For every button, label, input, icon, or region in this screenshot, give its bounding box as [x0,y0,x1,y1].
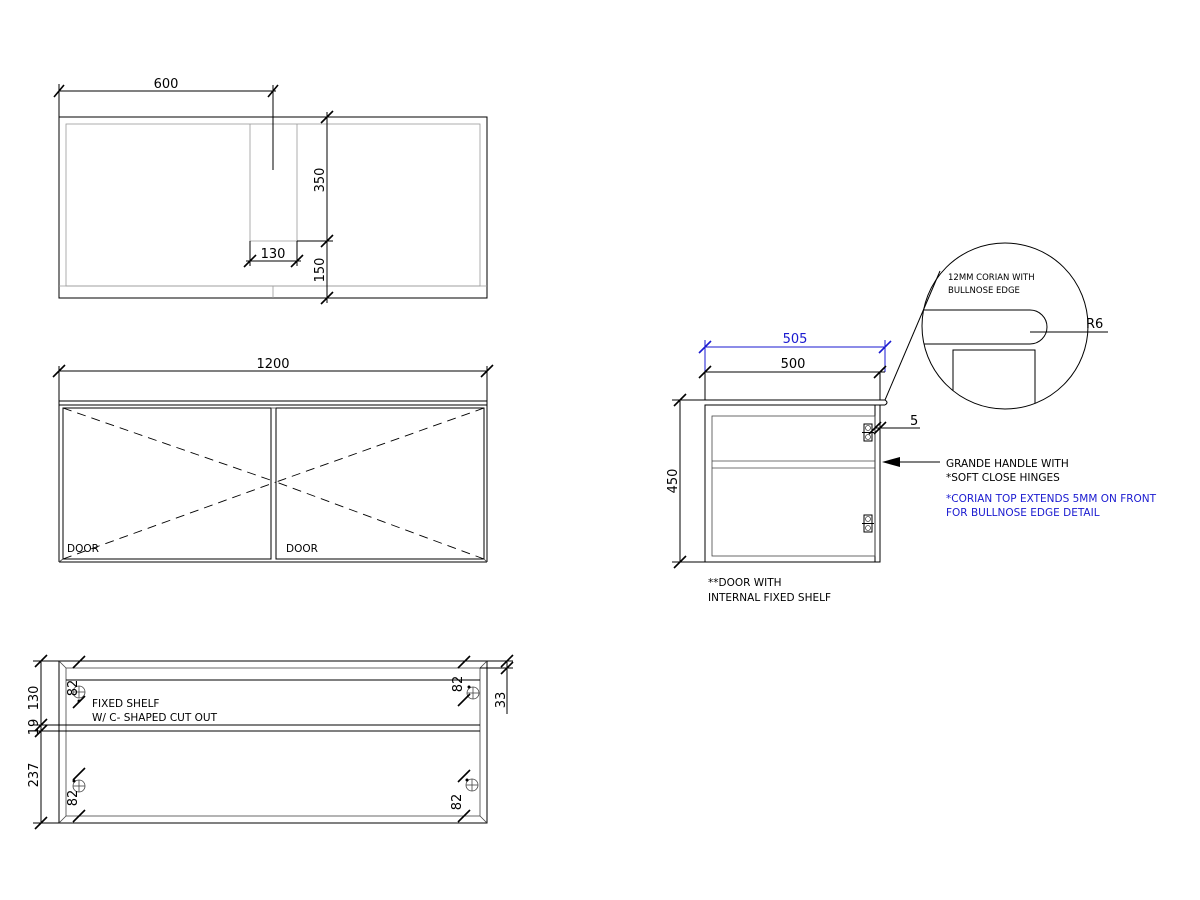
detail-leader-line [884,270,941,401]
shelf-outer-outline [58,660,488,824]
hole-offset-ticks [72,655,471,823]
dimension-label-450: 450 [666,469,681,494]
handle-note-line1: GRANDE HANDLE WITH [946,458,1069,470]
door-left-label: DOOR [67,543,99,555]
shelf-note-line2: W/ C- SHAPED CUT OUT [92,712,218,724]
dim-label-237: 237 [27,763,42,788]
hinge-hole-bottom-left [72,779,86,793]
dimension-label-505: 505 [783,332,808,347]
shelf-inner-outline [65,667,481,817]
plan-view: 600 350 150 130 [53,77,488,305]
hole-offset-label: 82 [66,790,81,807]
dimension-5: 5 [868,414,920,435]
handle-leader-arrow [882,457,940,467]
dim-label-33: 33 [494,692,509,709]
shelf-left-dimensions: 130 19 237 [27,654,66,830]
dimension-600: 600 [53,77,279,117]
door-left-panel [62,407,272,560]
detail-note-line2: BULLNOSE EDGE [948,286,1020,296]
detail-circle [921,242,1089,410]
door-note-line1: **DOOR WITH [708,577,782,589]
shelf-plan: 82 82 82 82 130 19 237 [27,654,514,830]
dimension-350-150: 350 150 [297,110,334,305]
side-cabinet-outline [704,404,876,563]
hinge-hole-bottom-right [465,778,479,792]
door-opening-indicator [62,407,485,560]
hinge-lower [862,514,874,533]
hole-offset-label: 82 [450,794,465,811]
dimension-450: 450 [666,393,705,569]
dimension-label-150: 150 [313,258,328,283]
shelf-note-line1: FIXED SHELF [92,698,159,710]
hole-offset-label: 82 [451,676,466,693]
dim-label-130: 130 [27,686,42,711]
dimension-500: 500 [698,357,887,400]
dimension-label-350: 350 [313,168,328,193]
dimension-505: 505 [698,332,892,372]
front-view: DOOR DOOR 1200 [52,357,494,563]
dimension-label-5: 5 [910,414,918,429]
cabinet-edge-detail [952,349,1036,409]
dim-label-19: 19 [27,719,42,736]
corian-note-line2: FOR BULLNOSE EDGE DETAIL [946,507,1100,519]
shelf-right-dimension: 33 [480,654,514,714]
detail-note-line1: 12MM CORIAN WITH [948,273,1035,283]
radius-label: R6 [1086,317,1103,332]
side-view: 505 500 450 5 [666,332,1157,604]
hole-offset-label: 82 [66,680,81,697]
handle-note-line2: *SOFT CLOSE HINGES [946,472,1060,484]
hinge-hole-top-right [466,685,480,700]
hinge-upper [862,423,874,442]
dimension-130: 130 [243,241,304,268]
door-right-label: DOOR [286,543,318,555]
dimension-1200: 1200 [52,357,494,401]
bullnose-detail: R6 12MM CORIAN WITH BULLNOSE EDGE [884,242,1108,410]
dimension-label-130: 130 [261,247,286,262]
side-inner-outline [711,415,876,557]
corian-bullnose-profile [922,309,1048,345]
dimension-label-600: 600 [154,77,179,92]
door-note-line2: INTERNAL FIXED SHELF [708,592,831,604]
door-right-panel [275,407,485,560]
dimension-label-500: 500 [781,357,806,372]
dimension-label-1200: 1200 [256,357,289,372]
corian-note-line1: *CORIAN TOP EXTENDS 5MM ON FRONT [946,493,1157,505]
